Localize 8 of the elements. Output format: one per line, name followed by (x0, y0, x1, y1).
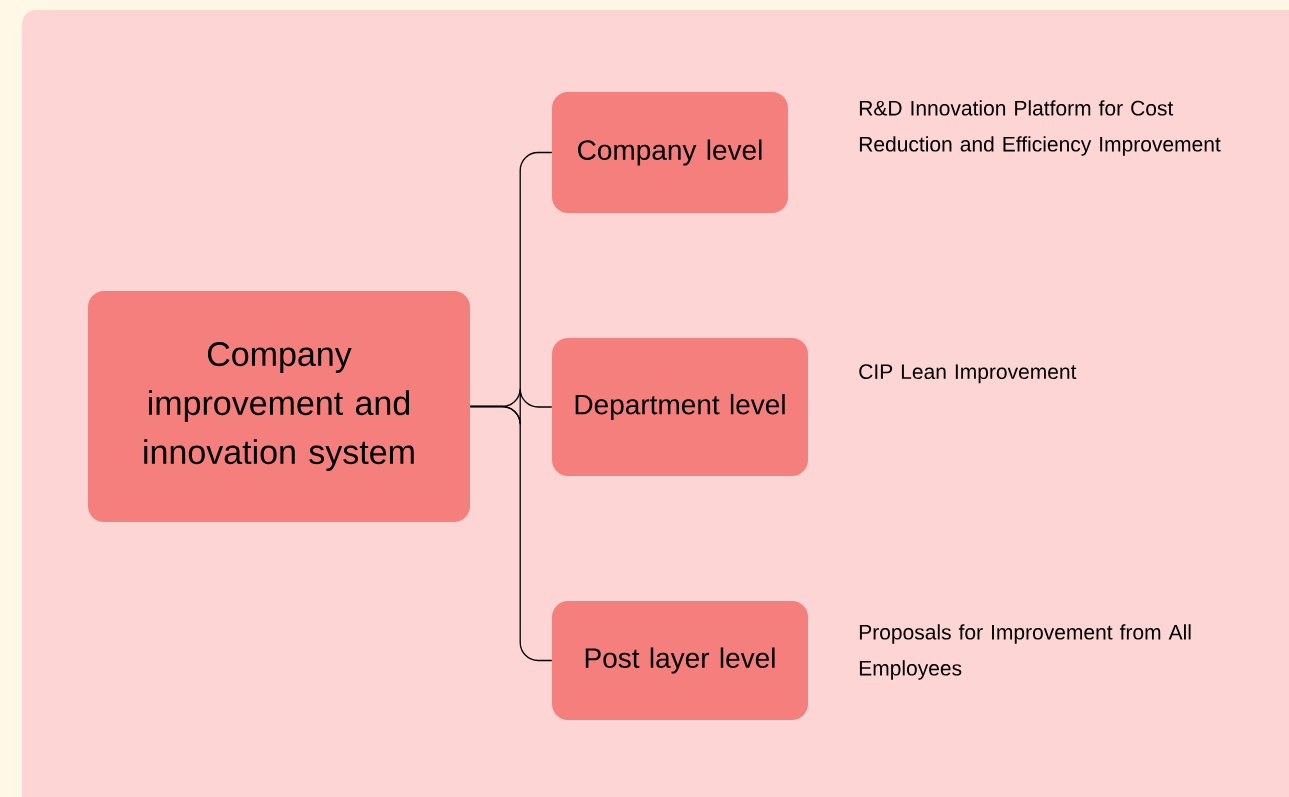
level-box: Company improvement and innovation system (88, 291, 470, 522)
level-box: Department level (552, 338, 808, 476)
level-box: Company level (552, 92, 788, 213)
description-text: Proposals for Improvement from All Employees (859, 624, 1191, 680)
description-text: CIP Lean Improvement (859, 364, 1077, 384)
connector-line (469, 405, 553, 662)
level-box: Post layer level (552, 601, 808, 720)
description-text: R&D Innovation Platform for Cost Reduction and Efficiency Improvement (859, 100, 1221, 156)
